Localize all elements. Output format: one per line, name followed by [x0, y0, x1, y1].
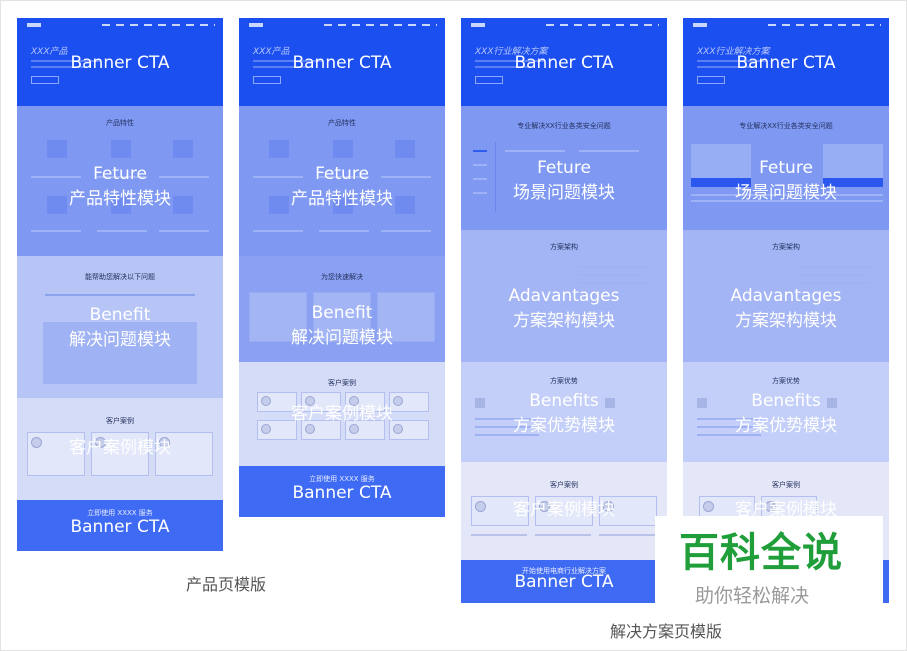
cta-title: 开始使用电商行业解决方案 — [522, 567, 606, 575]
product-template-b-preview[interactable]: XXX产品 Banner CTA 产品特性 Feture 产品特性模块 为您快速… — [239, 18, 445, 517]
scenario-title: 专业解决XX行业各类安全问题 — [517, 122, 611, 130]
scenario-section: 专业解决XX行业各类安全问题 Feture 场景问题模块 — [461, 106, 667, 230]
product-template-caption: 产品页模版 — [186, 575, 267, 594]
scenario-section: 专业解决XX行业各类安全问题 Feture 场景问题模块 — [683, 106, 889, 230]
benefit-title: 能帮助您解决以下问题 — [85, 273, 155, 281]
hero-section: XXX行业解决方案 Banner CTA — [461, 18, 667, 106]
scenario-overlay-label-1: Feture — [537, 158, 591, 178]
feature-overlay-label-1: Feture — [93, 164, 147, 184]
hero-subtitle: XXX行业解决方案 — [475, 47, 548, 57]
benefit-section: 为您快速解决 Benefit 解决问题模块 — [239, 256, 445, 362]
cta-title: 立即使用 XXXX 服务 — [309, 475, 375, 483]
architecture-overlay-label-2: 方案架构模块 — [735, 311, 837, 331]
architecture-section: 方案架构 Adavantages 方案架构模块 — [683, 230, 889, 362]
mini-nav — [471, 23, 659, 29]
feature-section: 产品特性 Feture 产品特性模块 — [239, 106, 445, 256]
advantage-title: 方案优势 — [772, 377, 800, 385]
mini-nav — [249, 23, 437, 29]
cta-overlay-label: Banner CTA — [292, 483, 392, 503]
architecture-overlay-label-1: Adavantages — [508, 286, 620, 306]
architecture-section: 方案架构 Adavantages 方案架构模块 — [461, 230, 667, 362]
advantage-section: 方案优势 Benefits 方案优势模块 — [461, 362, 667, 462]
cta-section: 立即使用 XXXX 服务 Banner CTA — [17, 500, 223, 551]
feature-section: 产品特性 Feture 产品特性模块 — [17, 106, 223, 256]
hero-section: XXX行业解决方案 Banner CTA — [683, 18, 889, 106]
mini-nav — [693, 23, 881, 29]
case-title: 客户案例 — [550, 481, 578, 489]
case-title: 客户案例 — [106, 417, 134, 425]
advantage-section: 方案优势 Benefits 方案优势模块 — [683, 362, 889, 462]
architecture-title: 方案架构 — [550, 243, 578, 251]
advantage-overlay-label-1: Benefits — [751, 391, 821, 411]
cta-title: 立即使用 XXXX 服务 — [87, 509, 153, 517]
benefit-section: 能帮助您解决以下问题 Benefit 解决问题模块 — [17, 256, 223, 398]
architecture-overlay-label-1: Adavantages — [730, 286, 842, 306]
hero-section: XXX产品 Banner CTA — [239, 18, 445, 106]
benefit-title: 为您快速解决 — [321, 273, 363, 281]
feature-overlay-label-1: Feture — [315, 164, 369, 184]
feature-title: 产品特性 — [328, 119, 356, 127]
advantage-overlay-label-1: Benefits — [529, 391, 599, 411]
architecture-overlay-label-2: 方案架构模块 — [513, 311, 615, 331]
scenario-overlay-label-2: 场景问题模块 — [513, 183, 615, 203]
hero-section: XXX产品 Banner CTA — [17, 18, 223, 106]
case-section: 客户案例 客户案例模块 — [461, 462, 667, 560]
feature-title: 产品特性 — [106, 119, 134, 127]
cta-overlay-label: Banner CTA — [70, 517, 170, 537]
watermark: 百科全说 助你轻松解决 — [655, 516, 883, 618]
cta-section: 开始使用电商行业解决方案 Banner CTA — [461, 560, 667, 603]
case-section: 客户案例 客户案例模块 — [17, 398, 223, 500]
hero-subtitle: XXX行业解决方案 — [697, 47, 770, 57]
product-template-preview[interactable]: XXX产品 Banner CTA 产品特性 Feture 产品特性模块 能帮助您… — [17, 18, 223, 551]
case-title: 客户案例 — [328, 379, 356, 387]
mini-nav — [27, 23, 215, 29]
case-title: 客户案例 — [772, 481, 800, 489]
solution-template-caption: 解决方案页模版 — [610, 622, 723, 641]
cta-section: 立即使用 XXXX 服务 Banner CTA — [239, 466, 445, 517]
hero-subtitle: XXX产品 — [31, 47, 68, 57]
watermark-title: 百科全说 — [679, 530, 843, 576]
case-section: 客户案例 客户案例模块 — [239, 362, 445, 466]
scenario-title: 专业解决XX行业各类安全问题 — [739, 122, 833, 130]
architecture-title: 方案架构 — [772, 243, 800, 251]
advantage-title: 方案优势 — [550, 377, 578, 385]
watermark-subtitle: 助你轻松解决 — [695, 585, 810, 607]
hero-subtitle: XXX产品 — [253, 47, 290, 57]
solution-template-preview[interactable]: XXX行业解决方案 Banner CTA 专业解决XX行业各类安全问题 Fetu… — [461, 18, 667, 603]
